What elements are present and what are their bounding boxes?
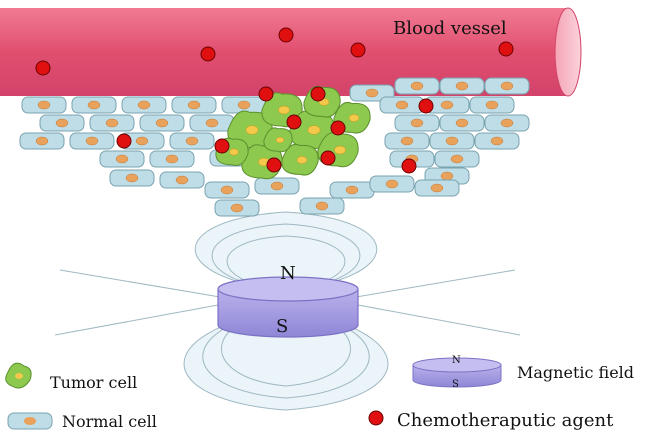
chemotherapeutic-agent-dot bbox=[214, 138, 230, 154]
chemotherapeutic-agents bbox=[35, 27, 514, 174]
chemotherapeutic-agent-dot bbox=[350, 42, 366, 58]
normal-cell bbox=[439, 77, 485, 95]
legend-tumor: Tumor cell bbox=[5, 362, 137, 392]
normal-cell bbox=[369, 175, 415, 193]
normal-cell bbox=[39, 114, 85, 132]
chemotherapeutic-agent-dot bbox=[320, 150, 336, 166]
normal-cell bbox=[469, 96, 515, 114]
legend-agent-label: Chemotheraputic agent bbox=[397, 410, 614, 431]
legend-magnet-top-icon bbox=[412, 357, 502, 373]
chemotherapeutic-agent-dot bbox=[35, 60, 51, 76]
normal-cell-cluster bbox=[19, 77, 530, 217]
field-line-left-top bbox=[59, 269, 221, 298]
legend-magnetic-label: Magnetic field bbox=[517, 363, 634, 382]
field-line-right-top bbox=[355, 269, 516, 298]
field-line-left-bottom bbox=[54, 304, 219, 336]
normal-cell bbox=[394, 114, 440, 132]
magnet-south-label: S bbox=[276, 316, 288, 337]
legend-agent: Chemotheraputic agent bbox=[368, 410, 614, 431]
normal-cell bbox=[214, 199, 260, 217]
normal-cell bbox=[429, 132, 475, 150]
field-line-right-bottom bbox=[357, 304, 521, 336]
normal-cell bbox=[149, 150, 195, 168]
legend-normal: Normal cell bbox=[7, 412, 157, 431]
normal-cell bbox=[171, 96, 217, 114]
chemotherapeutic-agent-dot bbox=[286, 114, 302, 130]
normal-cell bbox=[474, 132, 520, 150]
magnet-side bbox=[217, 288, 359, 338]
normal-cell bbox=[299, 197, 345, 215]
chemotherapeutic-agent-dot bbox=[278, 27, 294, 43]
legend-tumor-nucleus-icon bbox=[15, 373, 23, 379]
normal-cell bbox=[254, 177, 300, 195]
legend-normal-label: Normal cell bbox=[62, 412, 157, 431]
normal-cell bbox=[139, 114, 185, 132]
tumor-cell bbox=[281, 143, 319, 176]
magnet: N S bbox=[217, 263, 359, 338]
normal-cell bbox=[21, 96, 67, 114]
blood-vessel: Blood vessel bbox=[0, 7, 582, 97]
normal-cell bbox=[99, 150, 145, 168]
normal-cell bbox=[121, 96, 167, 114]
legend-magnet-s: S bbox=[452, 379, 459, 390]
normal-cell bbox=[329, 181, 375, 199]
chemotherapeutic-agent-dot bbox=[330, 120, 346, 136]
normal-cell bbox=[169, 132, 215, 150]
field-loop-mid bbox=[202, 223, 370, 399]
chemotherapeutic-agent-dot bbox=[401, 158, 417, 174]
magnet-top bbox=[217, 276, 359, 302]
legend-tumor-label: Tumor cell bbox=[50, 373, 137, 392]
vessel-body bbox=[0, 8, 568, 96]
normal-cell bbox=[439, 114, 485, 132]
normal-cell bbox=[159, 171, 205, 189]
chemotherapeutic-agent-dot bbox=[310, 86, 326, 102]
chemotherapeutic-agent-dot bbox=[498, 41, 514, 57]
vessel-end-cap bbox=[554, 7, 582, 97]
normal-cell bbox=[394, 77, 440, 95]
normal-cell bbox=[484, 114, 530, 132]
legend-agent-icon bbox=[368, 410, 384, 426]
legend: Tumor cell Normal cell N S Magnetic fiel… bbox=[5, 355, 634, 431]
normal-cell bbox=[434, 150, 480, 168]
chemotherapeutic-agent-dot bbox=[418, 98, 434, 114]
normal-cell bbox=[89, 114, 135, 132]
normal-cell bbox=[71, 96, 117, 114]
normal-cell bbox=[484, 77, 530, 95]
chemotherapeutic-agent-dot bbox=[116, 133, 132, 149]
normal-cell bbox=[109, 169, 155, 187]
normal-cell bbox=[189, 114, 235, 132]
chemotherapeutic-agent-dot bbox=[200, 46, 216, 62]
normal-cell bbox=[379, 96, 425, 114]
normal-cell bbox=[204, 181, 250, 199]
legend-normal-nucleus-icon bbox=[24, 417, 36, 425]
normal-cell bbox=[414, 179, 460, 197]
normal-cell bbox=[384, 132, 430, 150]
normal-cell bbox=[19, 132, 65, 150]
magnet-north-label: N bbox=[280, 263, 296, 284]
normal-cell bbox=[69, 132, 115, 150]
chemotherapeutic-agent-dot bbox=[266, 157, 282, 173]
legend-magnet-n: N bbox=[452, 355, 461, 366]
legend-magnetic: N S Magnetic field bbox=[412, 355, 634, 390]
tumor-cell bbox=[263, 127, 293, 153]
normal-cell bbox=[349, 84, 395, 102]
vessel-label: Blood vessel bbox=[393, 18, 507, 39]
chemotherapeutic-agent-dot bbox=[258, 86, 274, 102]
